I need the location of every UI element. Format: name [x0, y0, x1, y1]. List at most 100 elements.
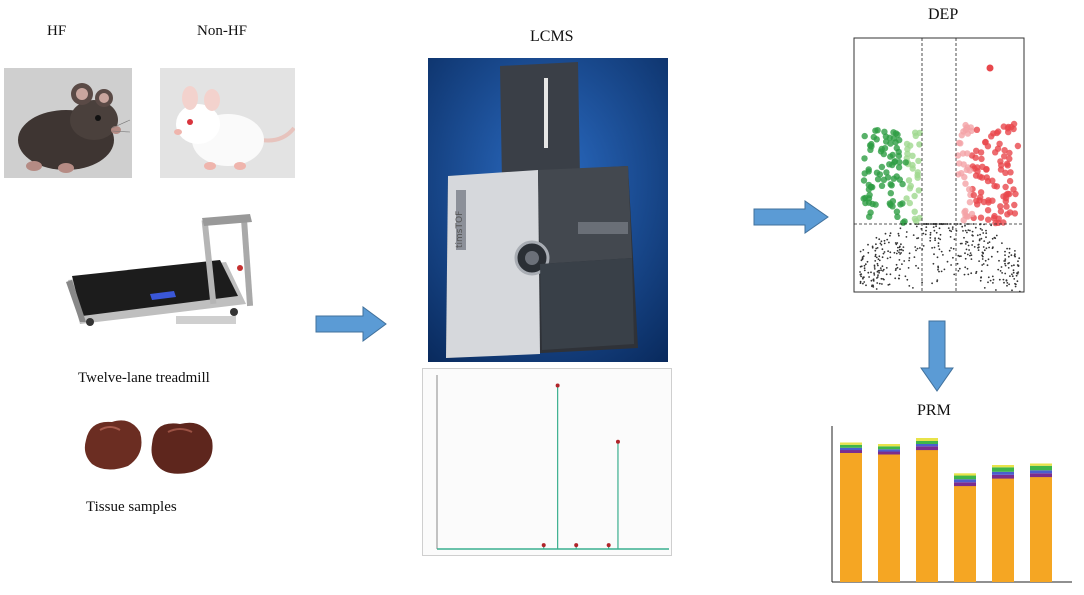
volcano-point-ns — [953, 238, 956, 241]
volcano-point-ns — [934, 239, 936, 242]
volcano-plot-panel — [850, 34, 1028, 304]
prm-bar-segment — [992, 478, 1014, 582]
volcano-point-down — [873, 169, 881, 176]
prm-bar-segment — [916, 444, 938, 447]
volcano-point-ns — [915, 225, 918, 228]
volcano-point-ns — [876, 282, 879, 284]
dep-label: DEP — [928, 6, 959, 23]
volcano-point-ns — [937, 265, 939, 268]
volcano-point-ns — [862, 255, 865, 258]
volcano-point-ns — [898, 274, 901, 277]
volcano-point-down — [887, 190, 894, 197]
volcano-point-up — [973, 126, 981, 133]
volcano-point-ns — [1001, 242, 1003, 245]
volcano-point-ns — [908, 285, 911, 287]
volcano-point-ns — [933, 253, 935, 256]
volcano-point-ns — [883, 242, 886, 245]
volcano-point-ns — [1012, 271, 1015, 274]
volcano-point-ns — [860, 275, 862, 278]
volcano-point-ns — [965, 248, 968, 251]
volcano-point-ns — [932, 223, 935, 225]
volcano-point-ns — [970, 258, 973, 260]
volcano-point-ns — [932, 226, 935, 229]
volcano-point-ns — [985, 236, 987, 239]
volcano-point-up — [1003, 160, 1011, 168]
svg-text:timsTOF: timsTOF — [455, 211, 465, 248]
hf-mouse-image — [4, 68, 132, 178]
arrow-right-icon — [315, 306, 387, 342]
volcano-point-up — [984, 143, 992, 150]
prm-label: PRM — [917, 402, 951, 419]
volcano-point-up — [985, 216, 992, 223]
volcano-point-ns — [866, 260, 869, 263]
volcano-point-down — [866, 213, 873, 220]
volcano-point-ns — [905, 236, 908, 238]
volcano-point-up — [963, 124, 971, 131]
volcano-point-up — [994, 145, 1002, 152]
volcano-point-ns — [937, 245, 940, 247]
volcano-point-up — [1002, 194, 1010, 202]
volcano-point-down — [909, 161, 916, 169]
prm-bar-segment — [878, 444, 900, 447]
volcano-point-ns — [875, 243, 877, 246]
volcano-point-ns — [1009, 275, 1011, 277]
volcano-point-ns — [970, 254, 973, 256]
volcano-point-ns — [991, 237, 994, 240]
volcano-point-ns — [877, 258, 880, 261]
volcano-point-ns — [967, 229, 970, 232]
volcano-point-ns — [876, 276, 879, 278]
volcano-point-ns — [932, 262, 935, 265]
volcano-point-ns — [999, 270, 1002, 272]
volcano-point-down — [872, 201, 879, 208]
volcano-point-down — [887, 140, 894, 147]
volcano-point-up — [1002, 169, 1009, 176]
volcano-point-up — [972, 172, 980, 179]
volcano-point-ns — [864, 263, 867, 266]
prm-bar-segment — [878, 454, 900, 582]
volcano-point-ns — [862, 282, 864, 285]
volcano-point-ns — [876, 262, 879, 265]
volcano-point-ns — [976, 234, 979, 237]
volcano-point-ns — [899, 268, 901, 270]
volcano-point-ns — [940, 250, 943, 253]
volcano-point-ns — [981, 229, 983, 231]
volcano-point-ns — [881, 256, 884, 259]
non-hf-mouse-image — [160, 68, 295, 178]
volcano-point-ns — [1006, 247, 1008, 250]
volcano-point-ns — [951, 226, 954, 229]
prm-bar-segment — [878, 449, 900, 452]
volcano-point-ns — [969, 252, 972, 255]
volcano-point-ns — [937, 266, 940, 269]
volcano-point-ns — [963, 273, 966, 276]
volcano-point-ns — [908, 257, 911, 259]
volcano-point-ns — [1007, 255, 1010, 258]
spectrum-peak-marker — [574, 543, 579, 548]
volcano-point-ns — [898, 246, 901, 249]
prm-bar-segment — [954, 482, 976, 487]
volcano-point-ns — [1014, 253, 1016, 256]
volcano-point-ns — [898, 248, 901, 251]
volcano-point-ns — [935, 231, 938, 234]
volcano-point-ns — [883, 251, 886, 253]
volcano-point-ns — [873, 264, 876, 267]
volcano-point-ns — [912, 234, 915, 237]
volcano-point-down — [895, 148, 902, 156]
volcano-point-ns — [980, 270, 983, 272]
volcano-point-ns — [897, 232, 900, 235]
prm-bar-segment — [1030, 463, 1052, 466]
volcano-point-ns — [967, 223, 970, 225]
volcano-point-ns — [966, 253, 969, 256]
volcano-point-ns — [965, 240, 967, 243]
volcano-point-ns — [1011, 273, 1013, 276]
volcano-point-ns — [957, 270, 960, 272]
volcano-point-ns — [966, 231, 968, 234]
prm-bar-segment — [916, 441, 938, 444]
volcano-point-ns — [995, 234, 998, 237]
volcano-point-ns — [867, 251, 870, 254]
volcano-point-ns — [884, 232, 887, 235]
volcano-point-ns — [938, 270, 940, 273]
volcano-point-down — [911, 208, 918, 215]
volcano-point-ns — [889, 232, 892, 235]
volcano-point-ns — [990, 224, 992, 227]
prm-bar-segment — [954, 479, 976, 483]
